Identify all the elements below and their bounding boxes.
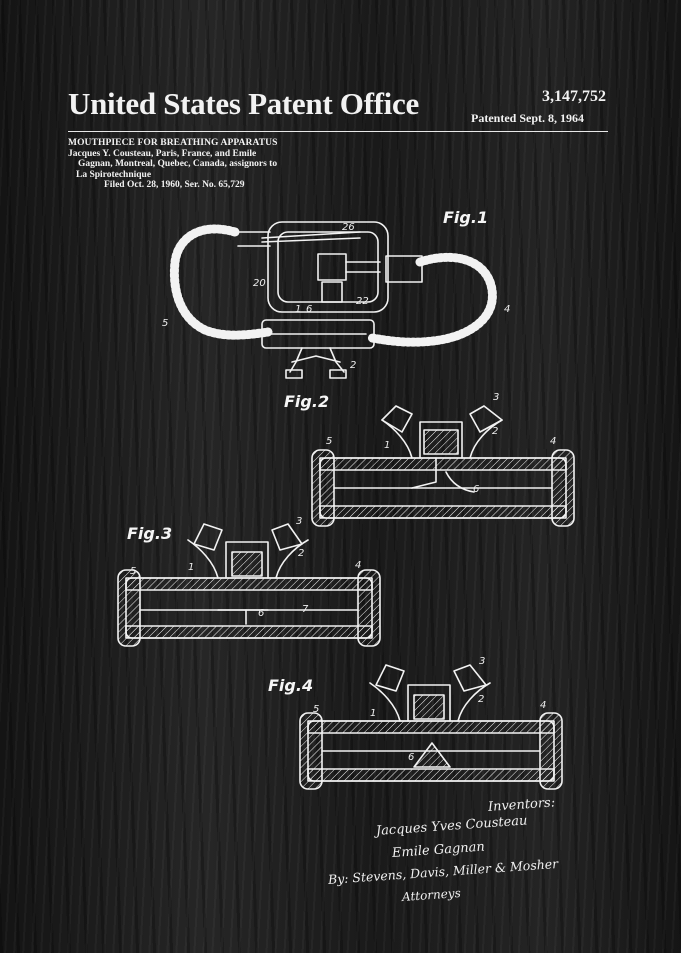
ref-1: 1 xyxy=(188,562,195,573)
ref-26: 26 xyxy=(342,222,355,233)
ref-2: 2 xyxy=(478,694,485,705)
ref-5: 5 xyxy=(313,704,320,715)
ref-2: 2 xyxy=(350,360,357,371)
ref-4: 4 xyxy=(355,560,362,571)
fig-3-label: Fig.3 xyxy=(127,524,173,543)
ref-5: 5 xyxy=(130,566,137,577)
fig-2-label: Fig.2 xyxy=(284,392,330,411)
ref-5: 5 xyxy=(326,436,333,447)
ref-3: 3 xyxy=(493,392,500,403)
patent-office-title: United States Patent Office xyxy=(68,86,419,121)
patent-number: 3,147,752 xyxy=(542,88,606,105)
figure-2-drawing xyxy=(311,405,575,527)
assignee-line: La Spirotechnique xyxy=(76,169,152,180)
inventors-line-1: Jacques Y. Cousteau, Paris, France, and … xyxy=(68,148,257,159)
invention-title: MOUTHPIECE FOR BREATHING APPARATUS xyxy=(68,138,278,148)
figure-3-drawing xyxy=(117,523,381,647)
header-rule xyxy=(68,131,608,132)
ref-20: 20 xyxy=(253,278,266,289)
filing-line: Filed Oct. 28, 1960, Ser. No. 65,729 xyxy=(104,180,245,190)
inventors-line-2: Gagnan, Montreal, Quebec, Canada, assign… xyxy=(78,159,278,169)
fig-1-label: Fig.1 xyxy=(443,208,489,227)
ref-1: 1 xyxy=(370,708,377,719)
ref-2: 2 xyxy=(298,548,305,559)
ref-4: 4 xyxy=(504,304,511,315)
ref-6: 6 xyxy=(306,304,313,315)
ref-4: 4 xyxy=(540,700,547,711)
ref-1: 1 xyxy=(295,304,302,315)
patent-meta-block: MOUTHPIECE FOR BREATHING APPARATUS Jacqu… xyxy=(68,138,278,191)
ref-6: 6 xyxy=(408,752,415,763)
ref-6: 6 xyxy=(258,608,265,619)
figure-4-drawing xyxy=(299,664,563,790)
patent-date: Patented Sept. 8, 1964 xyxy=(471,111,584,125)
ref-7: 7 xyxy=(302,604,309,615)
ref-5: 5 xyxy=(162,318,169,329)
ref-1: 1 xyxy=(384,440,391,451)
ref-6: 6 xyxy=(473,484,480,495)
ref-22: 22 xyxy=(356,296,369,307)
ref-3: 3 xyxy=(479,656,486,667)
ref-3: 3 xyxy=(296,516,303,527)
fig-4-label: Fig.4 xyxy=(268,676,314,695)
ref-4: 4 xyxy=(550,436,557,447)
figure-1-drawing xyxy=(169,221,497,379)
ref-2: 2 xyxy=(492,426,499,437)
